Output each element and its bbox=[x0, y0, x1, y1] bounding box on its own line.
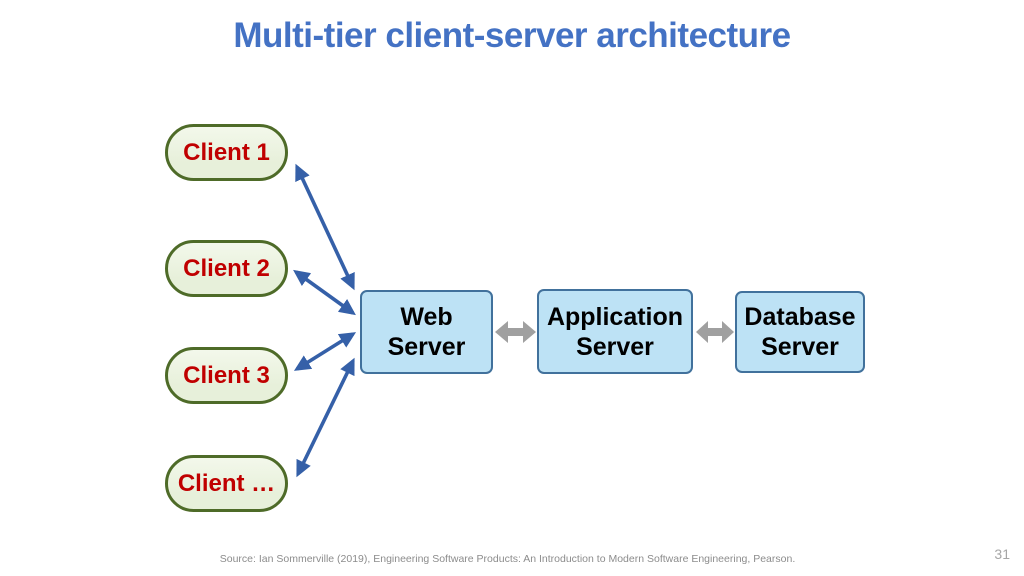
client-node-1: Client 1 bbox=[165, 124, 288, 181]
client-label: Client 1 bbox=[183, 138, 270, 166]
server-label-line1: Application bbox=[546, 302, 684, 331]
slide-title: Multi-tier client-server architecture bbox=[233, 16, 791, 55]
client2-webserver-arrow bbox=[293, 269, 356, 316]
client-node-ellipsis: Client … bbox=[165, 455, 288, 512]
database-server-node: Database Server bbox=[735, 291, 865, 373]
webserver-appserver-arrow bbox=[495, 321, 536, 343]
client3-webserver-arrow bbox=[293, 332, 357, 371]
web-server-node: Web Server bbox=[360, 290, 493, 374]
application-server-node: Application Server bbox=[537, 289, 693, 374]
client-label: Client 2 bbox=[183, 254, 270, 282]
client1-webserver-arrow bbox=[295, 163, 355, 291]
client-node-3: Client 3 bbox=[165, 347, 288, 404]
server-label-line2: Server bbox=[576, 332, 654, 361]
page-number: 31 bbox=[994, 546, 1010, 562]
source-citation: Source: Ian Sommerville (2019), Engineer… bbox=[219, 553, 796, 565]
server-label-line1: Database bbox=[744, 303, 856, 331]
client-label: Client … bbox=[177, 469, 276, 497]
client4-webserver-arrow bbox=[296, 357, 355, 478]
server-label-line2: Server bbox=[387, 333, 466, 361]
client-label: Client 3 bbox=[183, 361, 270, 389]
client-node-2: Client 2 bbox=[165, 240, 288, 297]
server-label-line2: Server bbox=[761, 333, 839, 361]
server-label-line1: Web bbox=[400, 303, 453, 331]
appserver-dbserver-arrow bbox=[696, 321, 734, 343]
